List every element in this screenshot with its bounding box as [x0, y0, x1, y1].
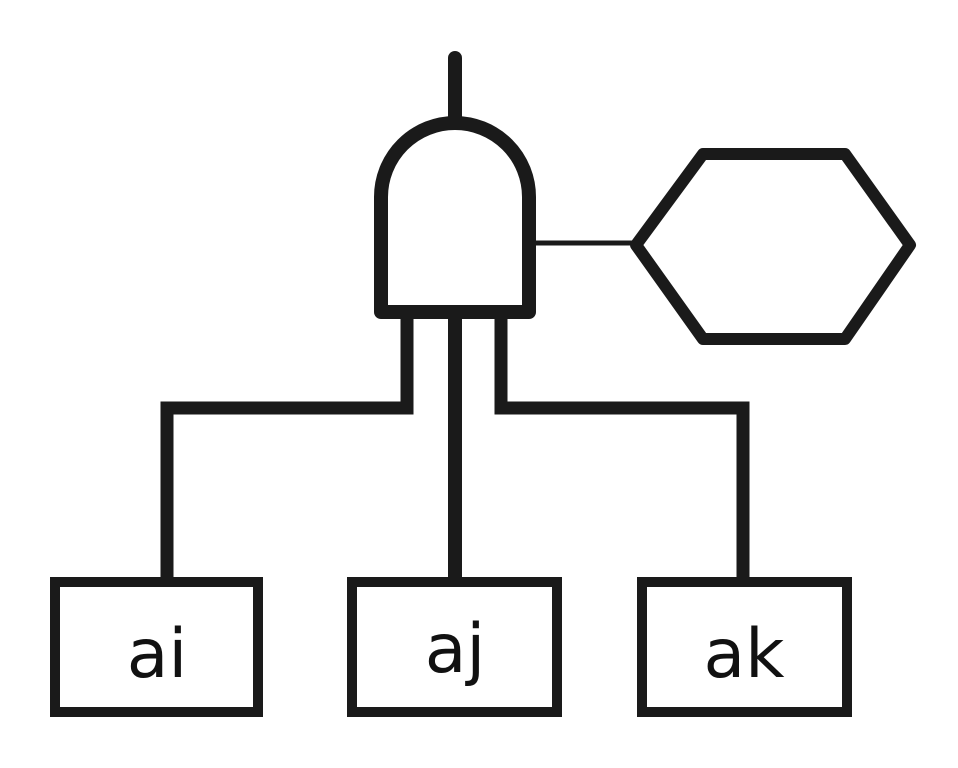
input-box-ak	[637, 577, 852, 717]
input-label-ai: ai	[127, 615, 188, 694]
input-wire-ai	[160, 318, 414, 578]
input-label-ak: ak	[703, 615, 785, 694]
and-gate	[374, 116, 536, 319]
input-box-aj	[347, 577, 562, 717]
input-wire-ak	[494, 318, 750, 578]
input-box-ai	[50, 577, 263, 717]
hexagon-node	[630, 148, 916, 345]
input-label-aj: aj	[425, 610, 486, 689]
